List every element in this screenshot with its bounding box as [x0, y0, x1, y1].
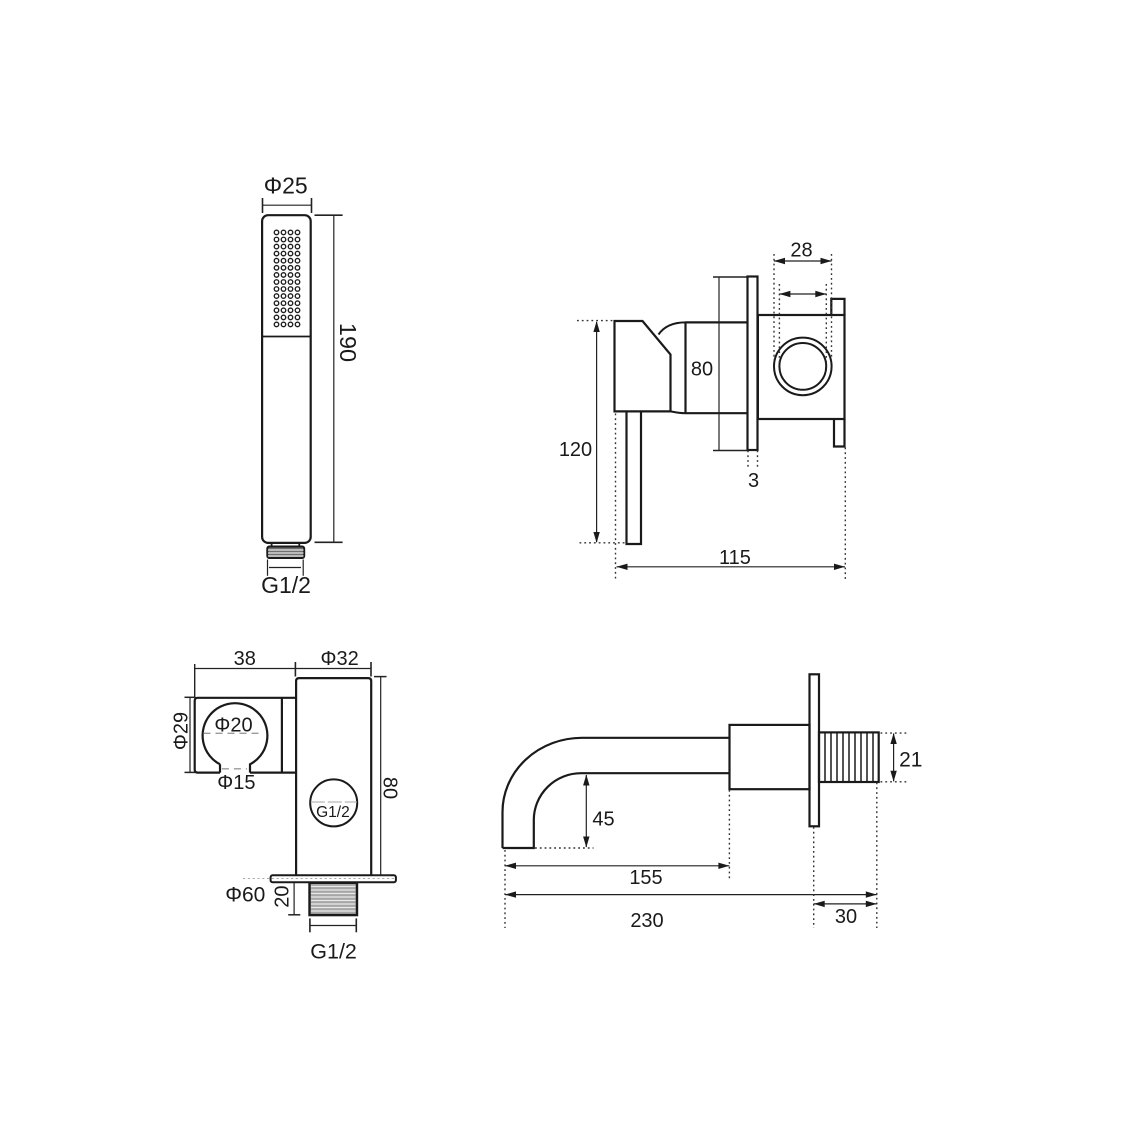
svg-text:115: 115: [719, 547, 751, 569]
svg-text:120: 120: [559, 439, 592, 461]
svg-text:21: 21: [899, 748, 922, 771]
svg-text:80: 80: [691, 358, 713, 380]
svg-text:Φ60: Φ60: [225, 883, 265, 906]
svg-text:190: 190: [335, 323, 361, 362]
svg-text:45: 45: [592, 809, 614, 831]
svg-text:155: 155: [629, 867, 662, 889]
svg-text:20: 20: [272, 885, 294, 907]
svg-text:38: 38: [234, 648, 256, 670]
svg-text:Φ20: Φ20: [214, 714, 252, 736]
svg-text:Φ15: Φ15: [217, 772, 255, 794]
svg-text:G1/2: G1/2: [310, 940, 357, 964]
svg-text:Φ25: Φ25: [264, 173, 308, 199]
svg-text:80: 80: [379, 777, 401, 799]
svg-text:G1/2: G1/2: [261, 572, 311, 598]
svg-text:G1/2: G1/2: [316, 804, 350, 821]
svg-text:30: 30: [835, 906, 857, 928]
svg-text:Φ29: Φ29: [171, 712, 193, 750]
svg-text:3: 3: [748, 470, 759, 492]
svg-text:230: 230: [630, 910, 663, 932]
svg-text:Φ32: Φ32: [320, 648, 358, 670]
svg-text:28: 28: [790, 240, 812, 262]
